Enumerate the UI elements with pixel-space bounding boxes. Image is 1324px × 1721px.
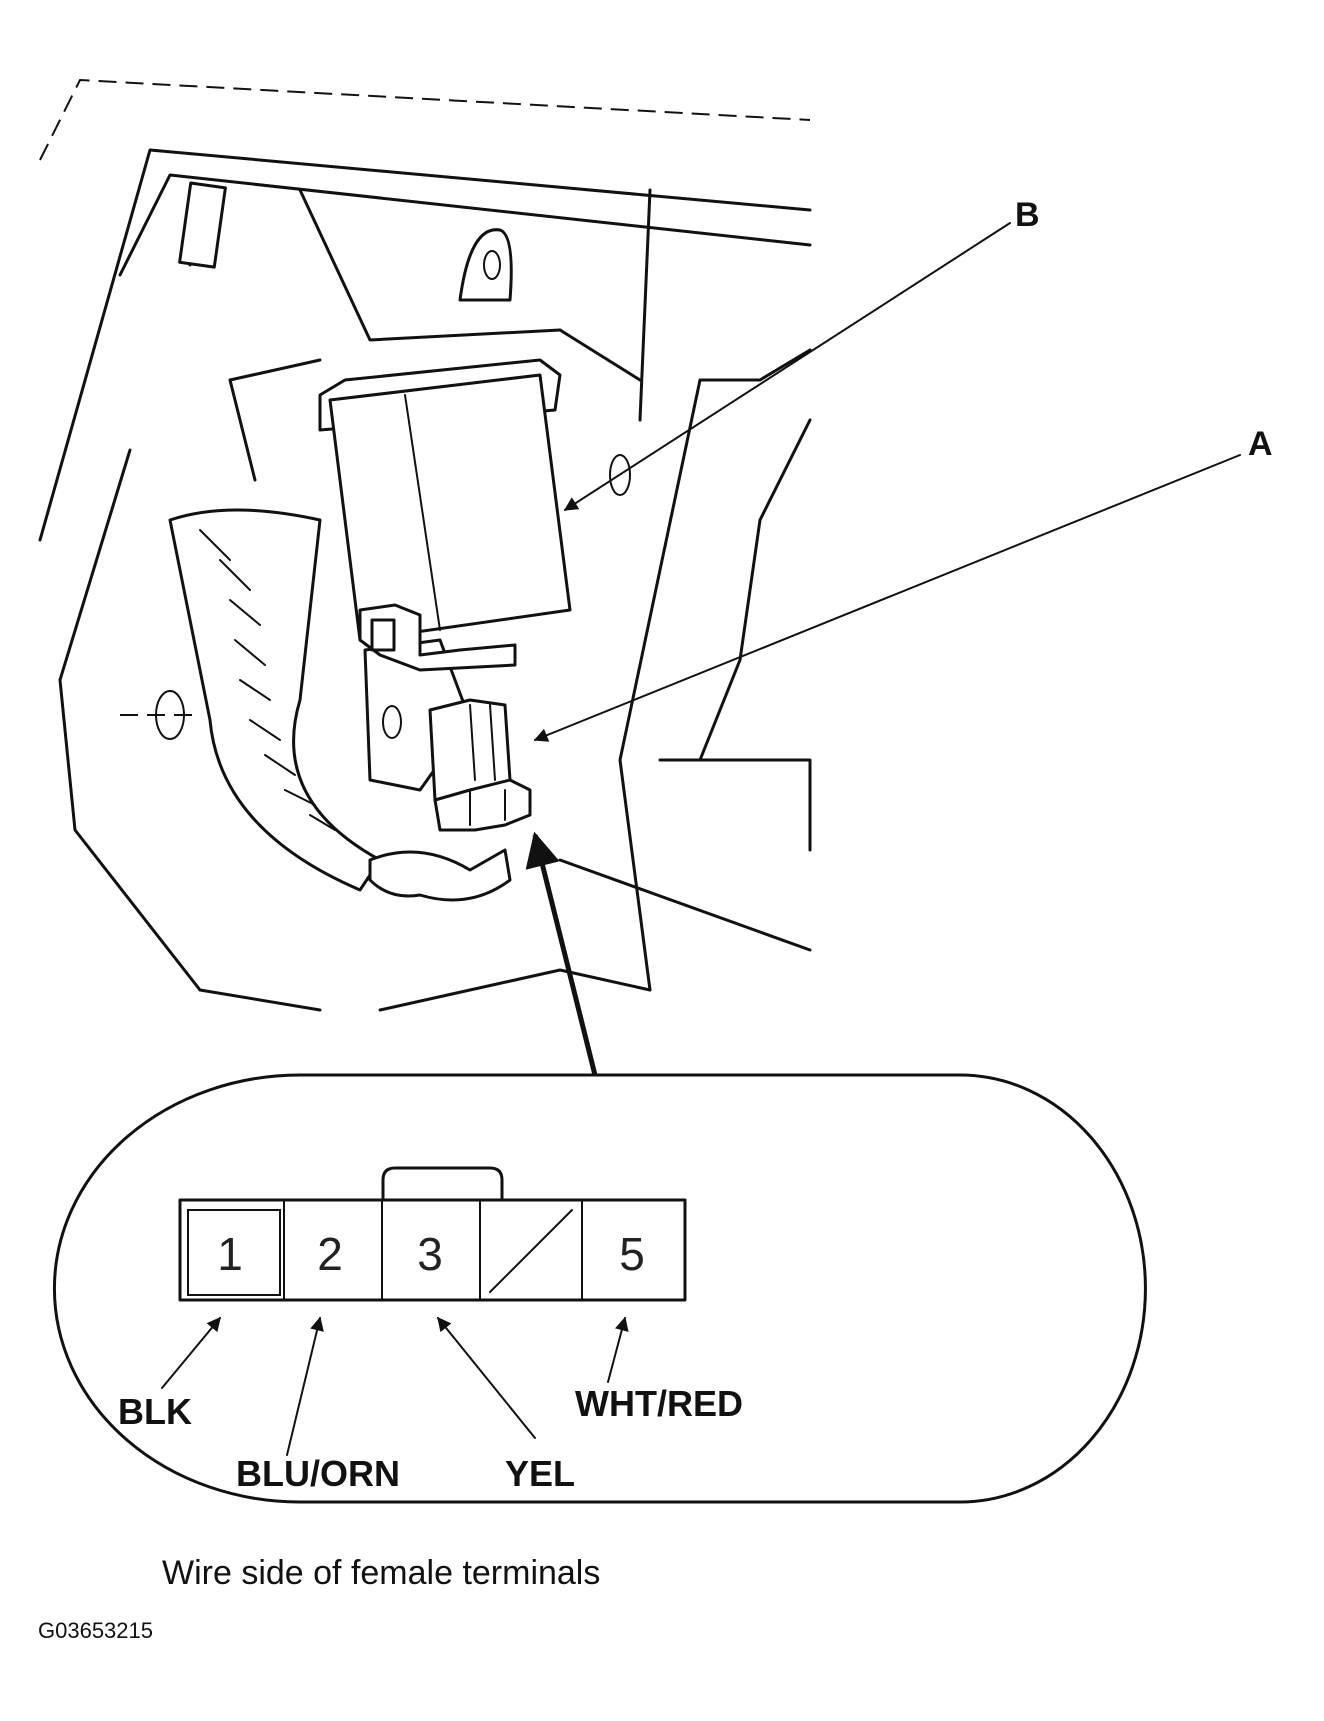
callout-leaders <box>525 222 1241 1076</box>
pin-2: 2 <box>317 1228 343 1280</box>
control-unit-b <box>318 358 572 672</box>
pin-1: 1 <box>217 1228 243 1280</box>
wire-color-pin-2: BLU/ORN <box>236 1453 400 1494</box>
pin-3: 3 <box>417 1228 443 1280</box>
connector-a <box>428 698 532 832</box>
leader-connector-view <box>525 831 598 1076</box>
callout-a-label: A <box>1248 425 1273 463</box>
figure-caption: Wire side of female terminals <box>162 1554 600 1592</box>
figure-code: G03653215 <box>38 1618 153 1643</box>
wiring-harness <box>168 508 512 902</box>
wire-color-pin-1: BLK <box>118 1391 192 1432</box>
callout-b-label: B <box>1015 196 1040 234</box>
pin-5: 5 <box>619 1228 645 1280</box>
leader-b <box>563 222 1011 511</box>
empty-cavity-slash <box>489 1209 573 1293</box>
wire-color-pin-5: WHT/RED <box>575 1383 743 1424</box>
leader-a <box>533 454 1241 742</box>
wire-color-pin-3: YEL <box>505 1453 575 1494</box>
dashboard-background <box>38 78 812 1012</box>
connector-detail-bubble: 1 2 3 5 BLK BLU/ORN YEL WHT/RED <box>52 1073 1147 1504</box>
